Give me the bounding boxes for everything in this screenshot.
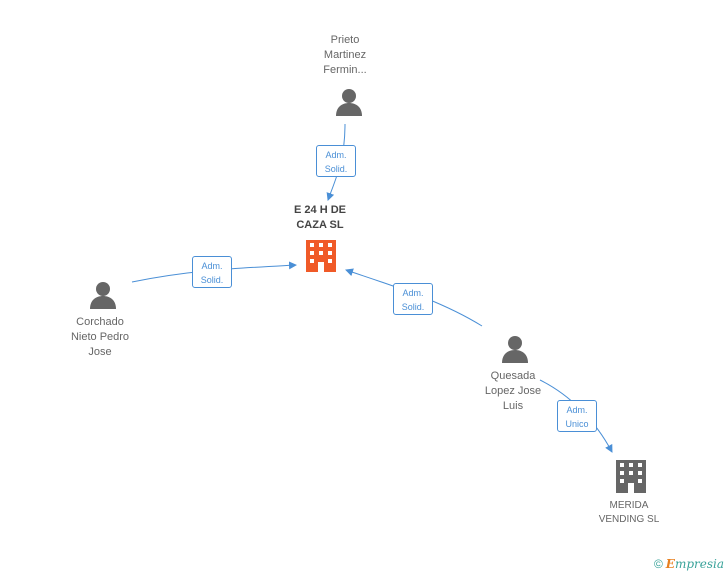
node-label-prieto[interactable]: Prieto Martinez Fermin... <box>323 34 367 76</box>
footer-brand: ©Empresia <box>654 557 724 571</box>
person-icon[interactable] <box>90 282 116 309</box>
node-label-main-company[interactable]: E 24 H DE CAZA SL <box>294 204 346 231</box>
edge-role-quesada-merida: Adm. Unico <box>557 400 597 432</box>
building-icon[interactable] <box>306 240 336 272</box>
node-label-corchado[interactable]: Corchado Nieto Pedro Jose <box>70 316 130 358</box>
edge-role-quesada: Adm. Solid. <box>393 283 433 315</box>
person-icon[interactable] <box>336 89 362 116</box>
building-icon[interactable] <box>616 460 646 493</box>
edge-role-prieto: Adm. Solid. <box>316 145 356 177</box>
node-label-merida[interactable]: MERIDA VENDING SL <box>598 500 660 525</box>
person-icon[interactable] <box>502 336 528 363</box>
brand-logo: Empresia <box>665 557 724 571</box>
edge-role-corchado: Adm. Solid. <box>192 256 232 288</box>
node-label-quesada[interactable]: Quesada Lopez Jose Luis <box>484 370 542 412</box>
copyright-symbol: © <box>653 557 663 571</box>
